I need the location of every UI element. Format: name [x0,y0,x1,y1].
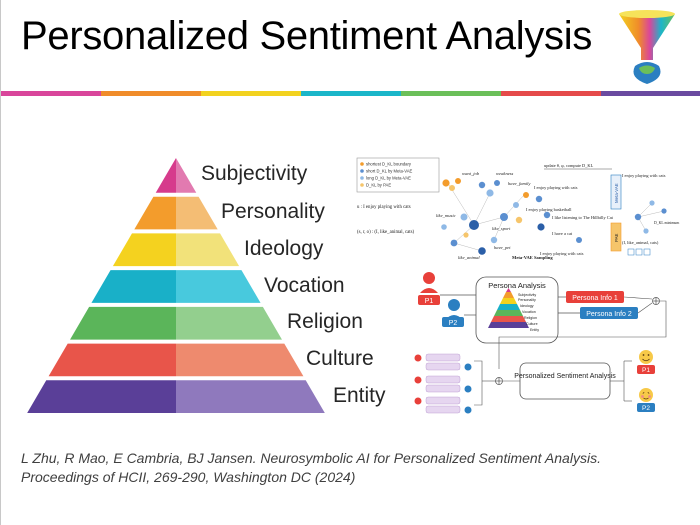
blushing-face-icon: P2 [637,388,655,412]
triple-text: (s, r, o) : (I, like_animal, cats) [357,230,414,235]
rainbow-segment [301,91,401,96]
pyramid-level-left [91,270,176,303]
pyramid-level-right [176,196,218,230]
sentence-text: I have a cat [552,231,573,236]
persona-info-1: Persona Info 1 [572,295,618,302]
sentence-text: I like listening to The Hillbilly Cat [552,215,614,220]
node-label: have_family [508,181,531,186]
node-label: have_pet [494,245,511,250]
persona-level: Personality [518,298,536,302]
output-triple: (I, like_animal, cats) [622,240,659,246]
pae-box-label: PAE [614,233,619,242]
p2-label: P2 [449,320,458,327]
chat-rows [414,353,472,414]
pyramid-level-left [48,343,176,377]
rainbow-segment [101,91,201,96]
happy-face-icon: P1 [637,350,655,374]
node-label: weakness [496,171,514,176]
input-text: u : I enjoy playing with cats [357,205,411,210]
rainbow-segment [1,91,101,96]
pyramid-level-label: Subjectivity [201,162,308,186]
pyramid-level-label: Ideology [244,236,324,260]
pyramid-level-right [176,343,304,377]
p1-result-label: P1 [642,367,650,374]
citation: L Zhu, R Mao, E Cambria, BJ Jansen. Neur… [21,449,693,487]
rainbow-segment [401,91,501,96]
persona-level: Culture [526,322,538,326]
output-text: I enjoy playing with cats [622,173,666,178]
rainbow-divider [1,91,700,96]
pyramid-level-label: Personality [221,200,325,224]
pyramid-level-left [27,380,177,413]
sentence-text: I enjoy playing basketball [526,207,572,212]
personalized-sa-label: Personalized Sentiment Analysis [514,373,616,380]
citation-line-2: Proceedings of HCII, 269-290, Washington… [21,469,356,485]
pyramid-level-label: Entity [333,383,386,407]
sentence-text: I enjoy playing with cats [534,185,578,190]
pyramid-level-left [70,306,176,340]
pyramid-level-left [134,196,176,230]
sentence-text: I enjoy playing with cats [540,251,584,256]
persona-analysis-panel: P1 P2 Persona Analysis Subjectivity [414,272,667,414]
persona-level: Vocation [522,310,536,314]
p1-label: P1 [425,298,434,305]
node-label: want_job [462,171,480,176]
pyramid-level-right [176,380,325,413]
rainbow-segment [201,91,301,96]
rainbow-segment [601,91,700,96]
meta-vae-box-label: Meta-VAE [614,183,619,203]
persona-analysis-title: Persona Analysis [488,281,546,290]
person-p2-icon: P2 [442,299,464,327]
node-label: like_sport [492,226,511,231]
pyramid-level-right [176,233,240,267]
pyramid-level-label: Culture [306,346,374,370]
legend-item: shortest D_KL boundary [366,162,412,167]
pyramid-level-right [176,306,282,340]
meta-vae-sampling-label: Meta-VAE Sampling [512,255,553,260]
citation-line-1: L Zhu, R Mao, E Cambria, BJ Jansen. Neur… [21,450,601,466]
legend-item: long D_KL by Meta-VAE [366,176,411,181]
persona-level: Entity [530,328,539,332]
funnel-logo-icon [619,10,675,84]
legend-item: short D_KL by Meta-VAE [366,169,413,174]
rainbow-segment [501,91,601,96]
pyramid-level-left [155,158,176,193]
person-p1-icon: P1 [418,272,440,305]
method-figure: shortest D_KL boundary short D_KL by Met… [356,157,679,414]
persona-level: Subjectivity [518,293,536,297]
persona-info-2: Persona Info 2 [586,311,632,318]
slide-title: Personalized Sentiment Analysis [21,14,593,58]
persona-level: Religion [524,316,537,320]
update-text: update θ, φ, compute D_KL [544,163,594,169]
p2-result-label: P2 [642,405,650,412]
persona-level: Ideology [520,304,534,308]
legend-item: D_KL by PAE [366,183,391,188]
node-label: like_animal [458,255,480,260]
pyramid-level-label: Vocation [264,273,345,297]
meta-vae-panel: shortest D_KL boundary short D_KL by Met… [356,157,679,260]
mini-pyramid [488,288,529,328]
pyramid-level-left [112,233,176,267]
pyramid-level-label: Religion [287,310,363,334]
pyramid-level-right [176,270,261,303]
pyramid-level-right [176,158,197,193]
dkl-minimum-label: D_KL minimum [654,221,679,225]
node-label: like_music [436,213,456,218]
